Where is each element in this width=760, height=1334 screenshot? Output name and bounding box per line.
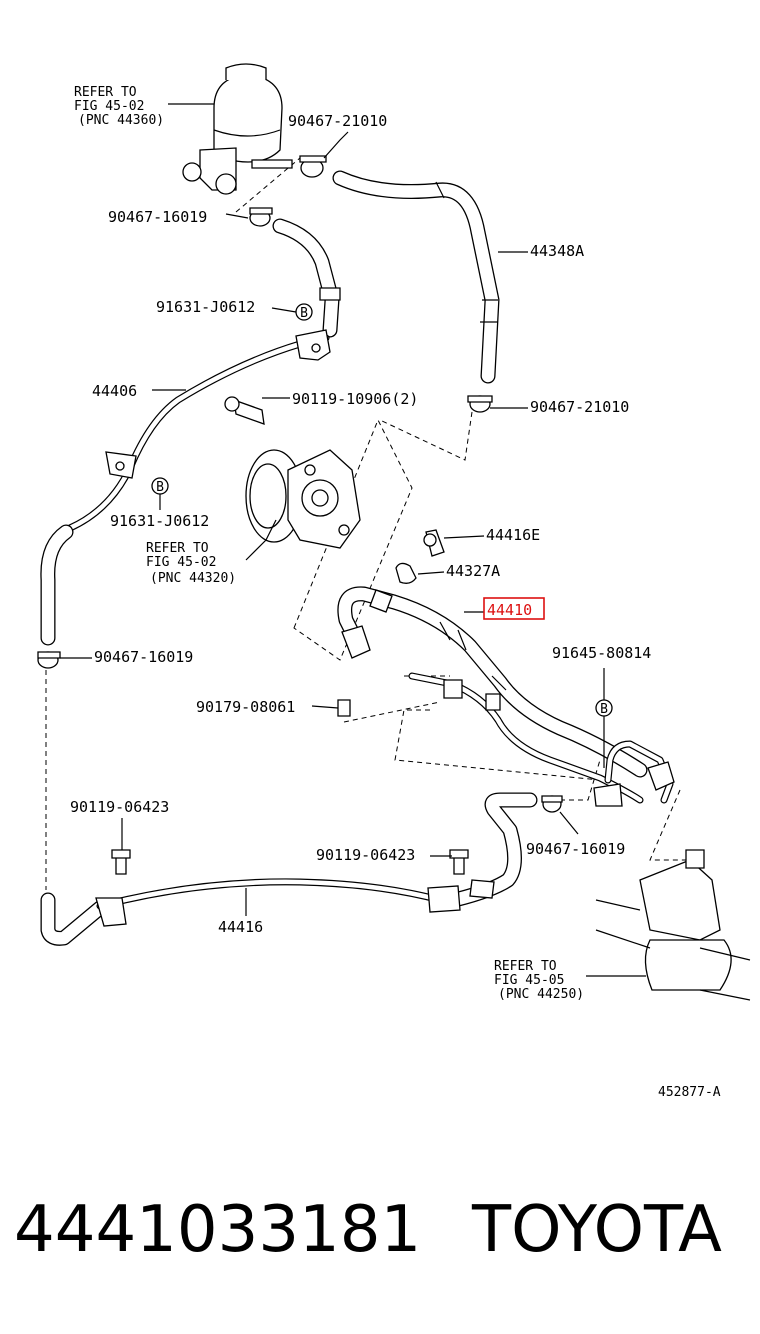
- callout-90119-06423-left: 90119-06423: [70, 798, 169, 816]
- figure-code: 452877-A: [658, 1085, 721, 1100]
- b-markers: B B B: [151, 303, 613, 717]
- leader-lines: [60, 103, 646, 977]
- callout-refer-pump-3: (PNC 44320): [150, 571, 236, 586]
- callout-refer-reservoir-1: REFER TO: [74, 85, 137, 100]
- cooler-tube-44416: [40, 792, 538, 946]
- callout-90467-16019-top: 90467-16019: [108, 208, 207, 226]
- svg-text:B: B: [300, 306, 308, 321]
- callout-44410: 44410: [487, 601, 532, 619]
- callout-90467-21010-mid: 90467-21010: [530, 398, 629, 416]
- callout-91631-j0612-top: 91631-J0612: [156, 298, 255, 316]
- pressure-hose-44410: [337, 586, 648, 778]
- callout-refer-gear-2: FIG 45-05: [494, 973, 564, 988]
- fasteners: [111, 529, 469, 875]
- callout-44416: 44416: [218, 918, 263, 936]
- hose-clips: [37, 155, 563, 813]
- callout-44327a: 44327A: [446, 562, 500, 580]
- reservoir-outlet-hose: [272, 218, 340, 338]
- svg-text:B: B: [600, 702, 608, 717]
- callout-90467-16019-right: 90467-16019: [526, 840, 625, 858]
- return-tube-44406: [40, 334, 330, 646]
- callout-90467-21010-top: 90467-21010: [288, 112, 387, 130]
- callout-90119-06423-center: 90119-06423: [316, 846, 415, 864]
- callout-44348a: 44348A: [530, 242, 584, 260]
- callout-refer-gear-1: REFER TO: [494, 959, 557, 974]
- callout-90119-10906: 90119-10906(2): [292, 390, 418, 408]
- tube-clamps: [105, 287, 341, 479]
- callout-91631-j0612-mid: 91631-J0612: [110, 512, 209, 530]
- callout-90179-08061: 90179-08061: [196, 698, 295, 716]
- callout-44406: 44406: [92, 382, 137, 400]
- pump-drawing: [224, 396, 361, 549]
- callout-refer-gear-3: (PNC 44250): [498, 987, 584, 1002]
- parts-diagram: B B B REFER TO FIG 45-02 (PNC 44360): [37, 63, 751, 1100]
- callout-90467-16019-left: 90467-16019: [94, 648, 193, 666]
- callout-refer-pump-2: FIG 45-02: [146, 555, 216, 570]
- callout-refer-reservoir-3: (PNC 44360): [78, 113, 164, 128]
- svg-text:B: B: [156, 480, 164, 495]
- part-number: 4441033181: [14, 1193, 422, 1267]
- callout-labels: REFER TO FIG 45-02 (PNC 44360) 90467-210…: [70, 85, 721, 1100]
- brand-name: TOYOTA: [472, 1193, 722, 1267]
- pressure-tube: [408, 672, 675, 807]
- callout-refer-pump-1: REFER TO: [146, 541, 209, 556]
- callout-refer-reservoir-2: FIG 45-02: [74, 99, 144, 114]
- callout-44416e: 44416E: [486, 526, 540, 544]
- return-hose-44348a: [332, 170, 500, 384]
- reservoir-drawing: [182, 63, 293, 195]
- callout-91645-80814: 91645-80814: [552, 644, 651, 662]
- highlight-box: [483, 597, 545, 620]
- steering-gear-drawing: [595, 849, 751, 1001]
